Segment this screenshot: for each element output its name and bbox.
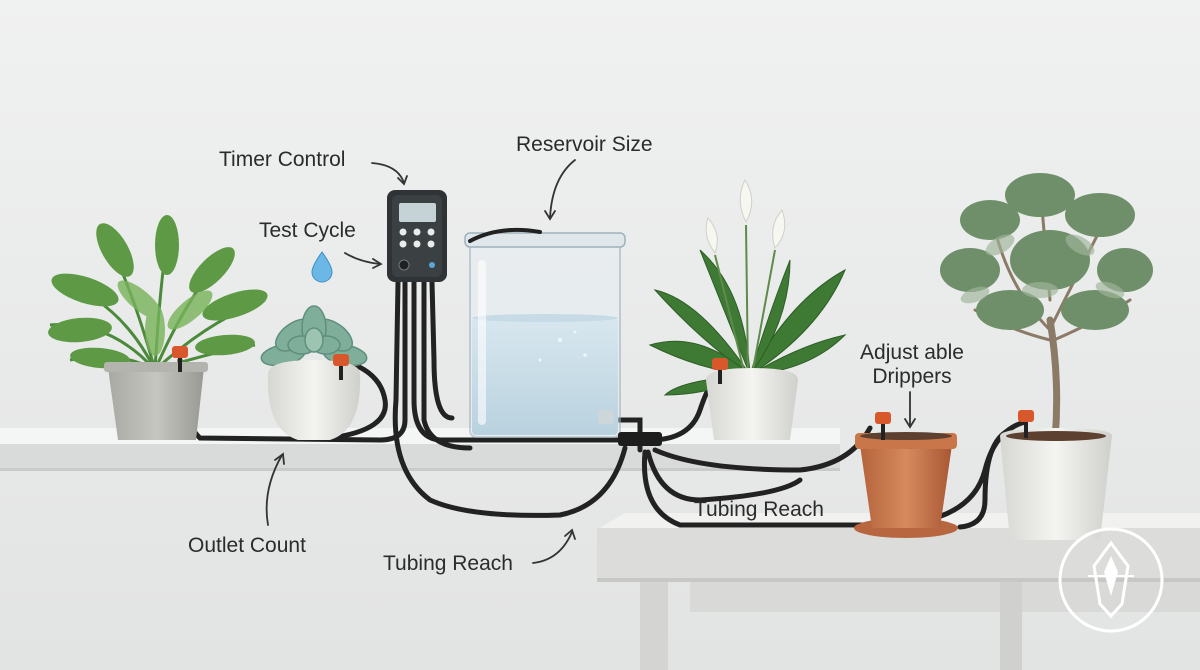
terracotta-pot — [854, 432, 958, 538]
tubing-manifold — [618, 432, 662, 446]
dripper-peace-lily — [712, 358, 728, 384]
label-tubing-reach-left: Tubing Reach — [383, 552, 513, 575]
arrow-test-cycle — [344, 252, 381, 265]
dripper-caps — [172, 346, 1034, 440]
water-drop-icon — [311, 251, 333, 283]
dripper-terracotta — [875, 412, 891, 440]
label-timer-control: Timer Control — [219, 148, 346, 171]
annotation-arrows — [265, 159, 916, 564]
dripper-fern — [172, 346, 188, 372]
compass-emblem-logo — [1058, 527, 1164, 633]
label-adjustable-drippers-line2: Drippers — [872, 365, 952, 389]
water-reservoir — [464, 227, 626, 438]
label-reservoir-size: Reservoir Size — [516, 133, 653, 156]
arrow-tubing-reach-left — [532, 531, 573, 564]
label-outlet-count: Outlet Count — [188, 534, 306, 557]
fern-plant — [48, 215, 268, 440]
arrow-outlet-count — [265, 454, 283, 526]
dripper-succulent — [333, 354, 349, 380]
label-adjustable-drippers-line1: Adjust able — [860, 341, 964, 364]
label-adjustable-drippers: Adjust able Drippers — [848, 341, 976, 389]
timer-device — [387, 190, 447, 282]
olive-tree-plant — [940, 173, 1153, 540]
dripper-olive — [1018, 410, 1034, 438]
arrow-timer-control — [371, 162, 405, 184]
side-table — [597, 513, 1200, 670]
succulent-plant — [260, 305, 368, 440]
arrow-reservoir-size — [549, 159, 576, 219]
label-test-cycle: Test Cycle — [259, 219, 356, 242]
label-tubing-reach-right: Tubing Reach — [694, 498, 824, 521]
